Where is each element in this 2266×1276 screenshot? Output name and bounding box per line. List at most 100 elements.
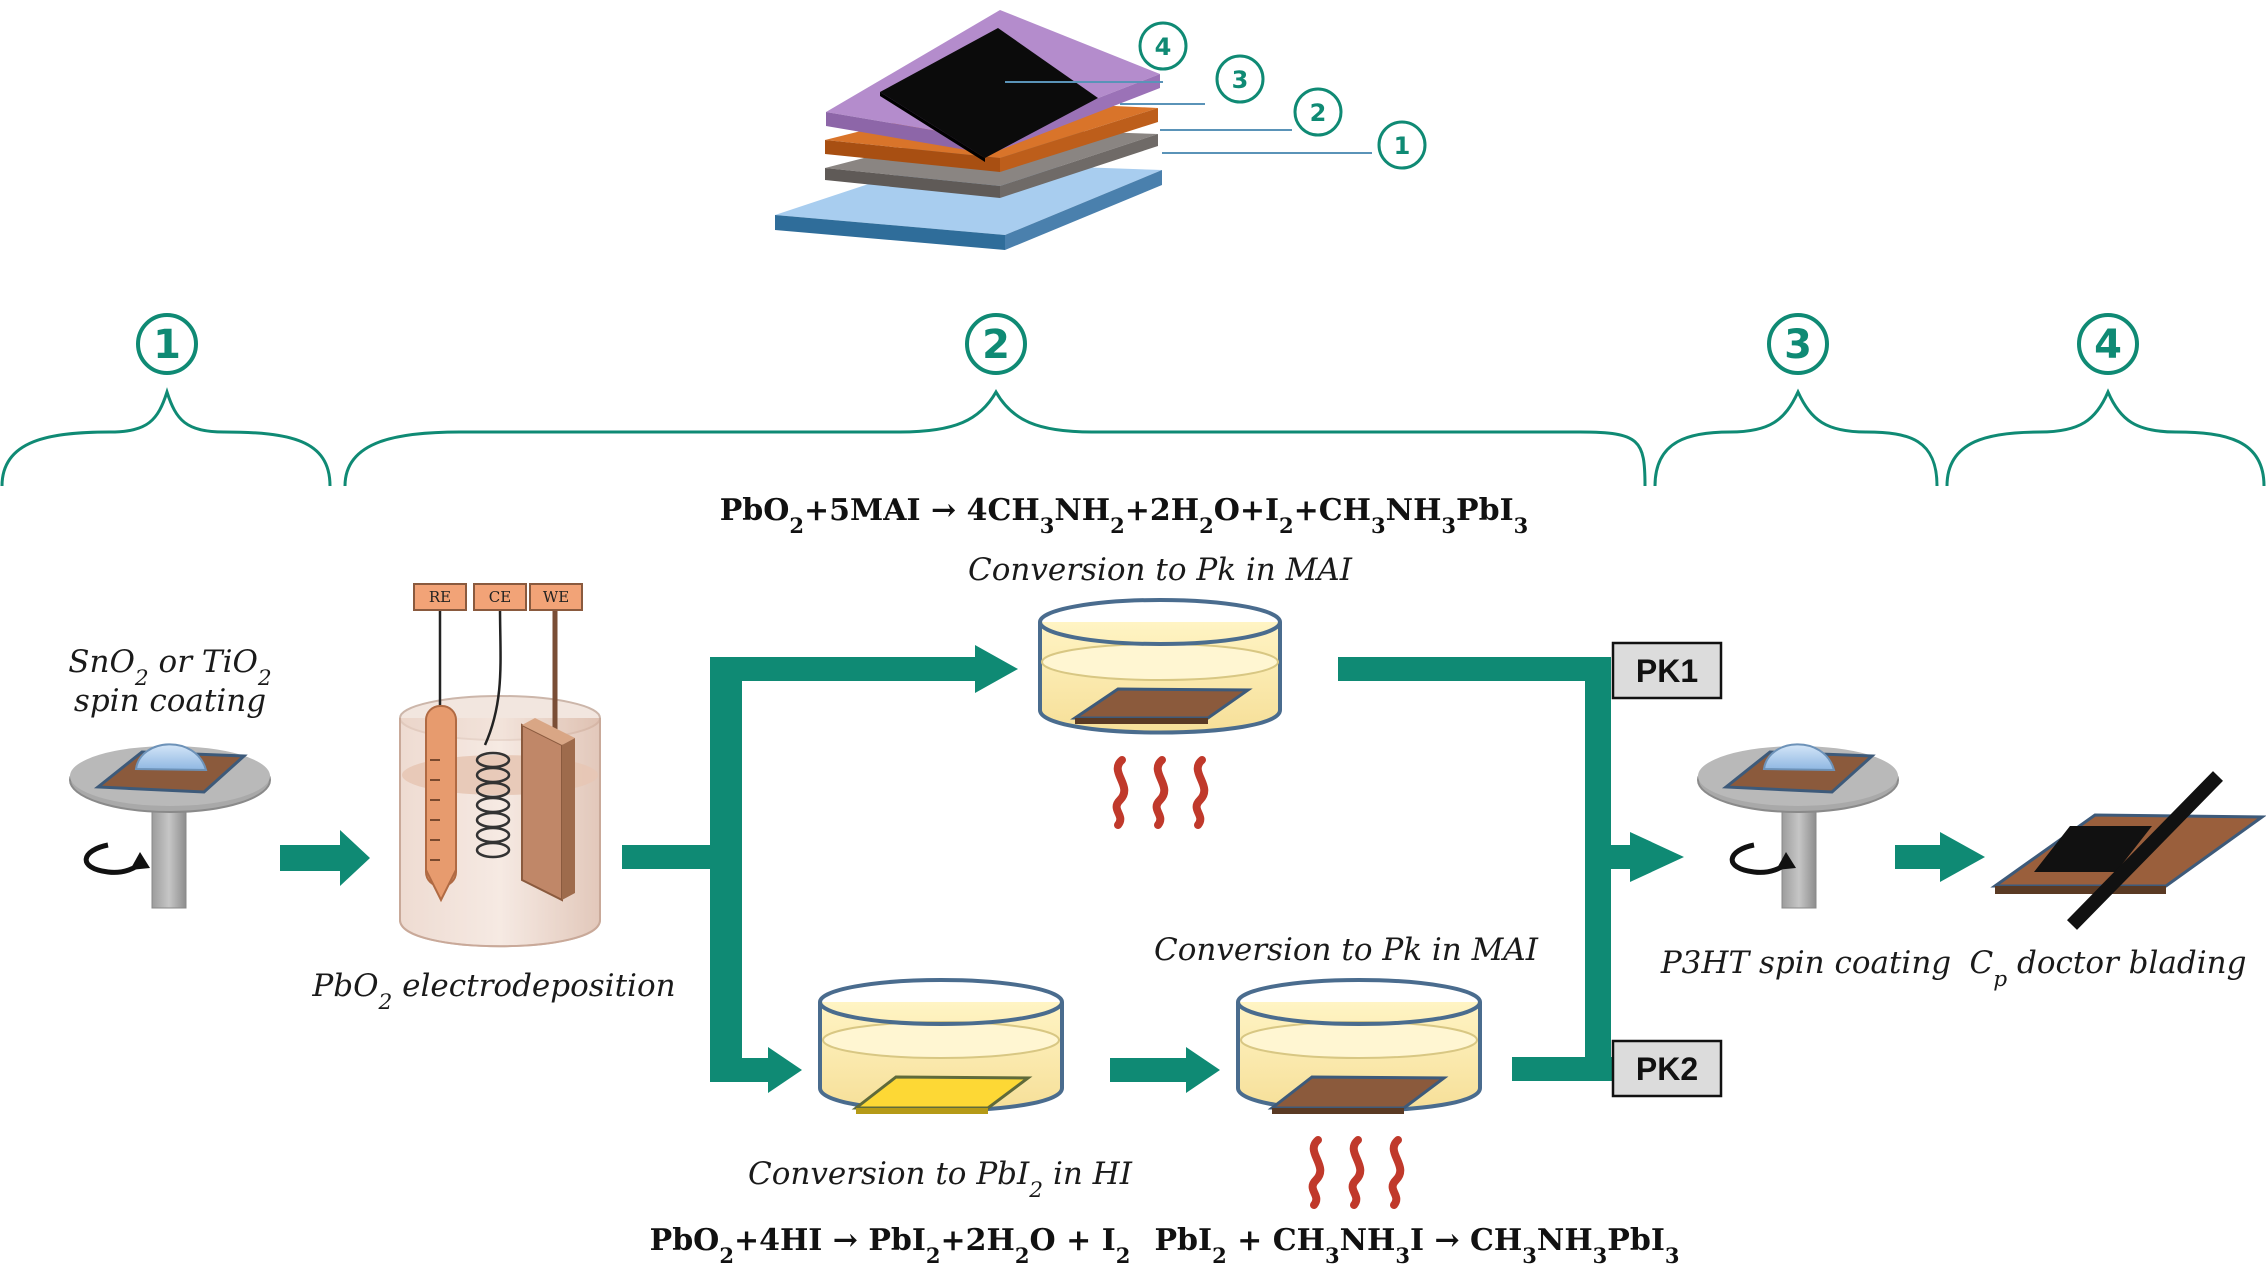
step-4-number: 4 — [2094, 322, 2122, 368]
equation-top-subscript: 2 — [1199, 513, 1214, 538]
caption-spin-segment: or TiO — [149, 644, 258, 680]
equation-bottom-right-segment: PbI — [1155, 1223, 1213, 1258]
equation-top-segment: NH — [1054, 493, 1110, 528]
equation-bottom-right-subscript: 3 — [1665, 1243, 1680, 1268]
equation-bottom-right-subscript: 3 — [1325, 1243, 1340, 1268]
equation-bottom-left-segment: +2H — [941, 1223, 1015, 1258]
doctor-blading — [1990, 771, 2266, 930]
equation-bottom-right-subscript: 3 — [1395, 1243, 1410, 1268]
stack-label-2: 2 — [1293, 87, 1343, 137]
stack-label-4-text: 4 — [1155, 33, 1172, 61]
equation-top-subscript: 3 — [1514, 513, 1529, 538]
caption-pbi2-subscript: 2 — [1028, 1178, 1043, 1203]
caption-elec-segment: PbO — [311, 968, 378, 1004]
caption-spin-subscript: 2 — [134, 666, 149, 691]
pk1-box: PK1 — [1611, 641, 1723, 700]
caption-doctor-segment: C — [1970, 945, 1994, 981]
step-2: 2 — [965, 313, 1027, 375]
stack-label-1: 1 — [1377, 120, 1427, 170]
equation-top-segment: NH — [1386, 493, 1442, 528]
equation-bottom-right-segment: NH — [1340, 1223, 1396, 1258]
branch-connectors — [622, 645, 1985, 1093]
dish-mai-bottom — [1236, 978, 1482, 1114]
stack-label-4: 4 — [1138, 21, 1188, 71]
caption-spin-subscript: 2 — [257, 666, 272, 691]
spin-coater-p3ht — [1697, 743, 1899, 909]
equation-bottom-left-segment: +4HI → PbI — [734, 1223, 926, 1258]
electrode-we-text: WE — [543, 588, 569, 606]
dish-mai-top — [1038, 598, 1282, 735]
electrochemical-cell: RE CE WE — [399, 583, 601, 948]
equation-pbo2-hi: PbO2+4HI → PbI2+2H2O + I2 — [650, 1223, 1131, 1268]
caption-conversion-pbi2: Conversion to PbI2 in HI — [748, 1156, 1133, 1203]
equation-bottom-right-subscript: 2 — [1212, 1243, 1227, 1268]
step-3-number: 3 — [1784, 322, 1812, 368]
equation-top-subscript: 3 — [1441, 513, 1456, 538]
equation-top-segment: PbO — [720, 493, 790, 528]
caption-spin-segment: SnO — [68, 644, 135, 680]
equation-pbi2-mai: PbI2 + CH3NH3I → CH3NH3PbI3 — [1155, 1223, 1680, 1268]
step-4: 4 — [2077, 313, 2139, 375]
braces — [0, 387, 2266, 487]
caption-doctor-blading: Cp doctor blading — [1970, 945, 2247, 992]
equation-top-segment: +CH — [1294, 493, 1371, 528]
stack-label-3-text: 3 — [1232, 66, 1249, 94]
caption-oxide-spin-line1: SnO2 or TiO2 — [68, 644, 271, 691]
equation-top-segment: +5MAI → 4CH — [804, 493, 1040, 528]
dish-hi — [818, 978, 1064, 1114]
pk2-label: PK2 — [1636, 1051, 1698, 1087]
electrode-re-text: RE — [429, 588, 451, 606]
step-1: 1 — [136, 313, 198, 375]
substrate-layer — [775, 162, 1162, 250]
equation-bottom-left-subscript: 2 — [926, 1243, 941, 1268]
stack-label-1-text: 1 — [1394, 132, 1411, 160]
brace-3 — [1653, 388, 1939, 487]
electrode-label-re: RE — [413, 583, 467, 611]
equation-top-subscript: 2 — [1279, 513, 1294, 538]
caption-elec-segment: electrodeposition — [392, 968, 675, 1004]
caption-p3ht: P3HT spin coating — [1660, 945, 1951, 981]
equation-top-subscript: 3 — [1371, 513, 1386, 538]
electrode-label-ce: CE — [473, 583, 527, 611]
brace-4 — [1945, 388, 2266, 487]
equation-bottom-left-subscript: 2 — [719, 1243, 734, 1268]
caption-conversion-bottom: Conversion to Pk in MAI — [1154, 932, 1539, 968]
stack-label-3: 3 — [1215, 54, 1265, 104]
caption-doctor-segment: doctor blading — [2007, 945, 2246, 981]
equation-bottom-right-segment: + CH — [1227, 1223, 1325, 1258]
equation-bottom-left-subscript: 2 — [1116, 1243, 1131, 1268]
equation-bottom-left-segment: PbO — [650, 1223, 720, 1258]
pk2-box: PK2 — [1611, 1039, 1723, 1098]
stack-leader-lines — [1005, 81, 1372, 154]
brace-1 — [0, 387, 332, 487]
equation-top-subscript: 2 — [1110, 513, 1125, 538]
step-1-number: 1 — [153, 322, 181, 368]
equation-bottom-left-subscript: 2 — [1015, 1243, 1030, 1268]
heat-icon-top — [1112, 756, 1209, 829]
brace-2 — [343, 388, 1647, 487]
equation-bottom-right-segment: I → CH — [1410, 1223, 1522, 1258]
equation-bottom-right-segment: PbI — [1607, 1223, 1665, 1258]
equation-bottom-left-segment: O + I — [1030, 1223, 1116, 1258]
equation-top-subscript: 2 — [789, 513, 804, 538]
equation-bottom-right-segment: NH — [1537, 1223, 1593, 1258]
equation-bottom-right-subscript: 3 — [1593, 1243, 1608, 1268]
step-2-number: 2 — [982, 322, 1010, 368]
caption-doctor-subscript: p — [1993, 967, 2007, 992]
caption-oxide-spin-line2: spin coating — [74, 683, 266, 719]
arrow-to-electrodeposition — [280, 830, 370, 886]
caption-electrodeposition: PbO2 electrodeposition — [311, 968, 675, 1015]
pk1-label: PK1 — [1636, 653, 1698, 689]
caption-pbi2-segment: Conversion to PbI — [748, 1156, 1030, 1192]
electrode-label-we: WE — [529, 583, 583, 611]
step-3: 3 — [1767, 313, 1829, 375]
device-stack: 4 3 2 1 — [775, 10, 1427, 250]
equation-top-segment: +2H — [1125, 493, 1199, 528]
caption-elec-subscript: 2 — [378, 990, 393, 1015]
stack-label-2-text: 2 — [1310, 99, 1327, 127]
heat-icon-bottom — [1308, 1136, 1405, 1209]
caption-conversion-top: Conversion to Pk in MAI — [968, 552, 1353, 588]
carbon-layer — [880, 28, 1098, 162]
